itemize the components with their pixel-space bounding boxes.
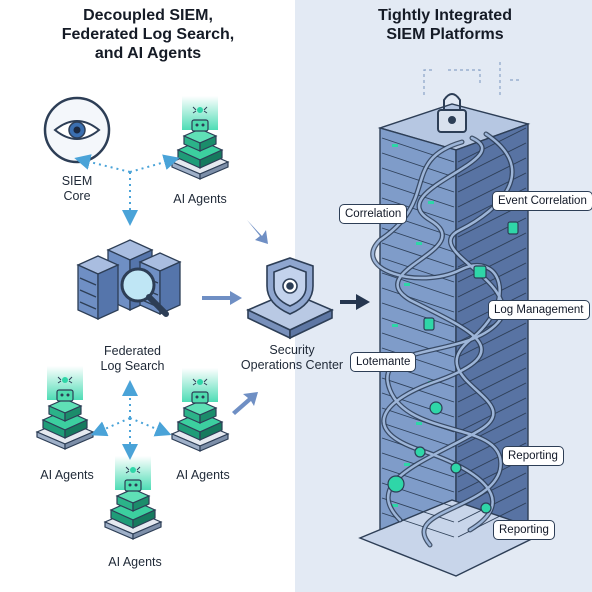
server-slot-line [457, 172, 527, 208]
ai-agents-label-left: AI Agents [40, 468, 94, 482]
left-panel-title: Decoupled SIEM, Federated Log Search, an… [61, 7, 235, 62]
server-led [392, 504, 398, 507]
ai-agent-icon-top [171, 95, 229, 180]
server-slot-line [381, 167, 455, 193]
server-slot-line [457, 412, 527, 448]
server-slot-line [381, 137, 455, 163]
server-slot-line [457, 232, 527, 268]
server-slot-line [457, 322, 527, 358]
server-slot-line [381, 497, 455, 523]
ai-agents-label-bottom: AI Agents [108, 555, 162, 569]
server-slot-line [381, 242, 455, 268]
server-led [416, 422, 422, 425]
dotted-connector-top [74, 154, 180, 226]
reporting-tag-1: Reporting [502, 446, 564, 466]
flow-arrows [202, 220, 370, 415]
server-slot-line [381, 152, 455, 178]
correlation-tag: Correlation [339, 204, 408, 224]
server-slot-line [381, 332, 455, 358]
server-slot-line [381, 302, 455, 328]
eye-icon [43, 96, 111, 164]
server-slot-line [381, 287, 455, 313]
server-led [392, 144, 398, 147]
server-slot-line [457, 127, 527, 163]
tower-top-lines [423, 62, 520, 95]
ai-agent-icon-bottom [104, 455, 162, 540]
log-management-tag: Log Management [488, 300, 590, 320]
server-led [416, 242, 422, 245]
server-led [428, 201, 434, 204]
server-slot-line [457, 247, 527, 283]
shield-icon [246, 257, 334, 340]
server-slot-line [457, 277, 527, 313]
tangled-cables-light [371, 132, 514, 547]
server-led [392, 324, 398, 327]
event-correlation-tag: Event Correlation [492, 191, 592, 211]
ai-agents-label-right: AI Agents [176, 468, 230, 482]
federated-servers-icon [76, 239, 182, 321]
server-led [404, 283, 410, 286]
server-slot-line [381, 317, 455, 343]
ai-agents-label-top: AI Agents [173, 192, 227, 206]
server-slot-line [457, 382, 527, 418]
siem-core-label: SIEM Core [61, 174, 93, 203]
lotemante-tag: Lotemante [350, 352, 417, 372]
cable-nodes [387, 221, 519, 514]
server-slot-line [381, 422, 455, 448]
federated-log-search-label: Federated Log Search [100, 344, 165, 373]
server-slot-line [457, 142, 527, 178]
server-slot-line [381, 467, 455, 493]
soc-label: Security Operations Center [240, 343, 344, 372]
right-panel-title: Tightly Integrated SIEM Platforms [378, 7, 512, 43]
server-slot-line [457, 157, 527, 193]
server-slot-line [457, 367, 527, 403]
reporting-tag-2: Reporting [493, 520, 555, 540]
ai-agent-icon-left [36, 365, 94, 450]
server-slot-line [381, 272, 455, 298]
server-led [404, 463, 410, 466]
lock-icon [437, 93, 467, 133]
dotted-connector-bottom [90, 380, 172, 460]
ai-agent-icon-right [171, 367, 229, 452]
server-slot-line [457, 262, 527, 298]
